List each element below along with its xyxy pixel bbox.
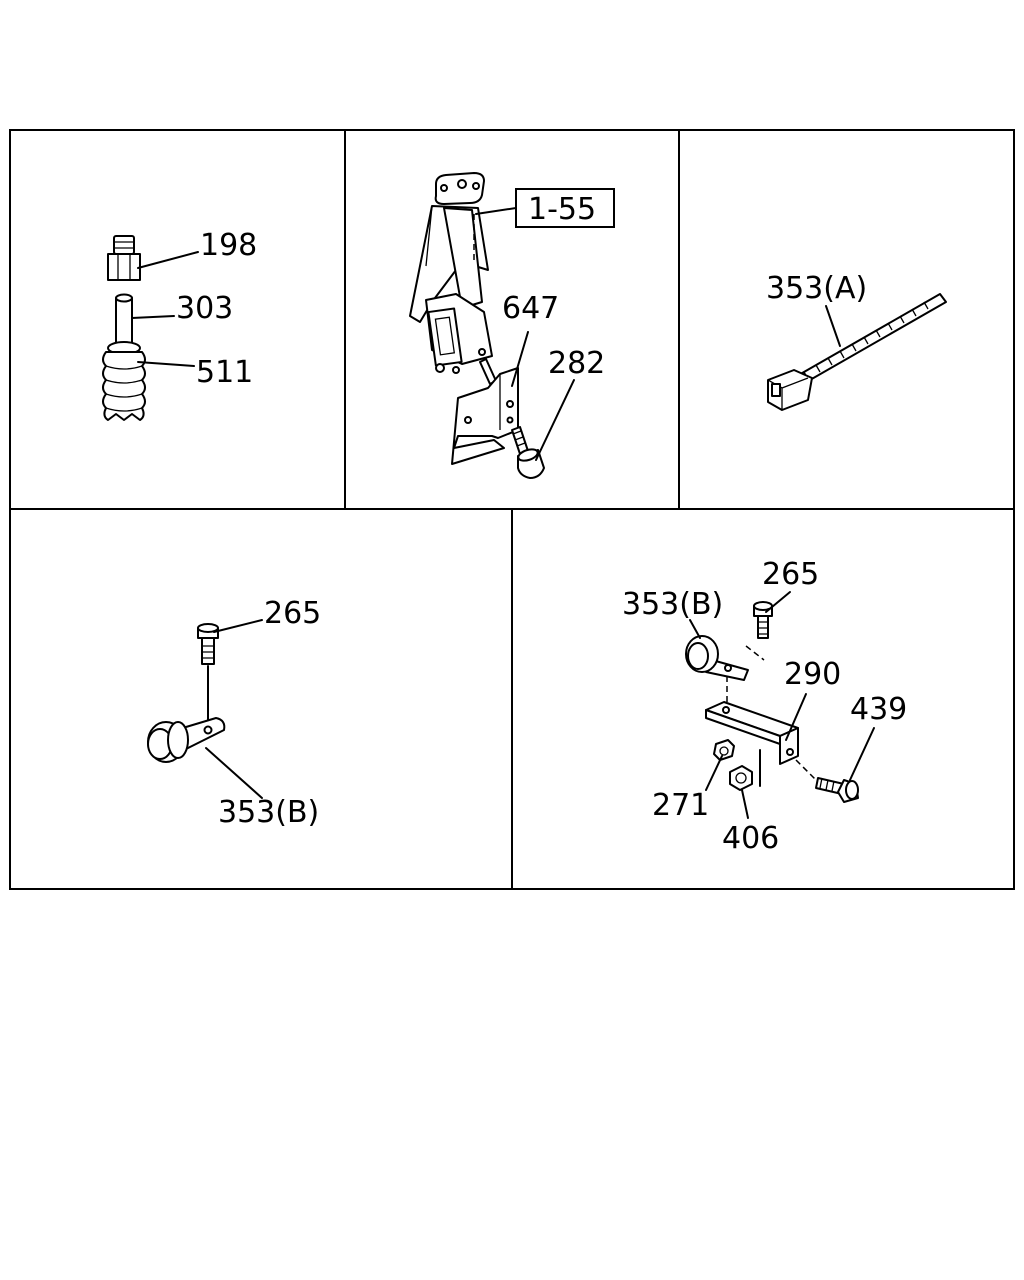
nut-271-part[interactable] xyxy=(713,739,735,761)
bracket-290-part[interactable] xyxy=(705,701,799,765)
callout-290: 290 xyxy=(784,657,841,692)
bolt-265-part[interactable] xyxy=(753,601,773,639)
panel-3: 353(A) xyxy=(766,271,947,411)
cable-tie-part[interactable] xyxy=(767,293,947,411)
callout-511: 511 xyxy=(196,355,253,390)
callout-198: 198 xyxy=(200,228,257,263)
panel-1: 198 303 511 xyxy=(102,228,257,421)
stay-bracket-part[interactable] xyxy=(451,367,519,465)
spring-boot-part[interactable] xyxy=(102,341,146,421)
callout-353b: 353(B) xyxy=(218,795,319,830)
panel-2: 1-55 647 282 xyxy=(409,172,615,479)
mount-bracket-assembly[interactable] xyxy=(409,172,497,385)
nut-406-part[interactable] xyxy=(729,765,753,791)
callout-439: 439 xyxy=(850,692,907,727)
callout-647: 647 xyxy=(502,291,559,326)
hex-fitting-part[interactable] xyxy=(107,235,141,281)
callout-303: 303 xyxy=(176,291,233,326)
callout-353a: 353(A) xyxy=(766,271,867,306)
panel-5: 265 353(B) 290 439 271 406 xyxy=(622,557,907,856)
bolt-439-part[interactable] xyxy=(815,777,859,803)
callout-265: 265 xyxy=(264,596,321,631)
pipe-part[interactable] xyxy=(115,293,133,351)
callout-406: 406 xyxy=(722,821,779,856)
callout-265: 265 xyxy=(762,557,819,592)
callout-282: 282 xyxy=(548,346,605,381)
clip-353b-part[interactable] xyxy=(147,717,226,763)
clip-353b-part[interactable] xyxy=(685,635,749,681)
callout-271: 271 xyxy=(652,788,709,823)
panel-4: 265 353(B) xyxy=(147,596,321,830)
callout-1-55: 1-55 xyxy=(528,192,596,227)
diagram-frame xyxy=(9,129,1015,890)
bolt-265-part[interactable] xyxy=(197,623,219,725)
callout-353b: 353(B) xyxy=(622,587,723,622)
